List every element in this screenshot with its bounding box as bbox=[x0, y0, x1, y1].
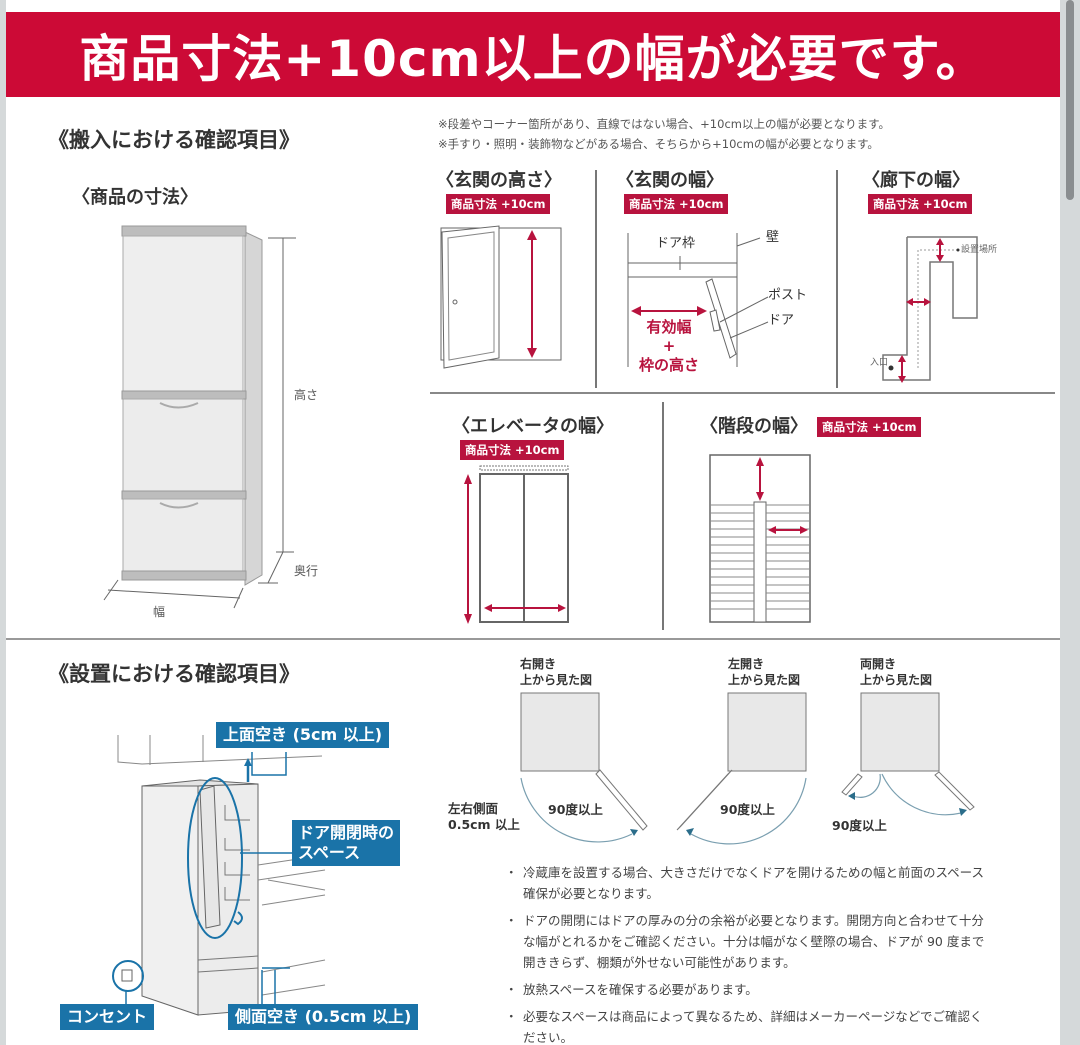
section-divider bbox=[6, 638, 1060, 640]
side-clearance-label: 左右側面 0.5cm 以上 bbox=[448, 801, 520, 832]
door-frame-label: ドア枠 bbox=[656, 236, 696, 251]
wall-label: 壁 bbox=[766, 230, 780, 245]
hallway-width-title: 〈廊下の幅〉 bbox=[862, 170, 970, 191]
top-view-diagrams bbox=[520, 692, 975, 845]
elevator-width-title: 〈エレベータの幅〉 bbox=[452, 416, 614, 437]
angle-label-right: 90度以上 bbox=[548, 802, 603, 817]
entrance-height-diagram bbox=[440, 225, 562, 369]
height-label: 高さ bbox=[294, 388, 319, 402]
top-space-tag: 上面空き (5cm 以上) bbox=[216, 722, 390, 748]
install-note: ドアの開閉にはドアの厚みの分の余裕が必要となります。開閉方向と合わせて十分な幅が… bbox=[505, 910, 985, 973]
hallway-width-badge: 商品寸法 +10cm bbox=[868, 194, 973, 214]
entrance-label: 入口 bbox=[870, 358, 889, 368]
left-open-label: 左開き 上から見た図 bbox=[728, 657, 801, 687]
elevator-diagram bbox=[464, 465, 569, 624]
delivery-section-title: 《搬入における確認項目》 bbox=[48, 128, 300, 152]
note-1: ※段差やコーナー箇所があり、直線ではない場合、+10cm以上の幅が必要となります… bbox=[438, 117, 890, 131]
entrance-height-title: 〈玄関の高さ〉 bbox=[436, 170, 562, 191]
headline-text: 商品寸法+10cm以上の幅が必要です。 bbox=[79, 29, 987, 88]
hallway-diagram bbox=[882, 236, 978, 383]
elevator-width-badge: 商品寸法 +10cm bbox=[460, 440, 565, 460]
install-place-label: 設置場所 bbox=[961, 245, 997, 255]
stairs-width-badge: 商品寸法 +10cm bbox=[817, 417, 922, 437]
product-dims-title: 〈商品の寸法〉 bbox=[72, 187, 198, 208]
side-space-tag: 側面空き (0.5cm 以上) bbox=[228, 1004, 419, 1030]
effective-width-label: 有効幅 + 枠の高さ bbox=[638, 318, 699, 374]
outlet-tag: コンセント bbox=[60, 1004, 155, 1030]
double-open-label: 両開き 上から見た図 bbox=[860, 657, 933, 687]
entrance-width-title: 〈玄関の幅〉 bbox=[616, 170, 724, 191]
post-label: ポスト bbox=[768, 288, 808, 303]
divider bbox=[836, 170, 838, 388]
install-note: 必要なスペースは商品によって異なるため、詳細はメーカーページなどでご確認ください… bbox=[505, 1006, 985, 1045]
install-notes-list: 冷蔵庫を設置する場合、大きさだけでなくドアを開けるための幅と前面のスペース確保が… bbox=[505, 862, 985, 1045]
entrance-width-diagram bbox=[627, 233, 769, 367]
width-label: 幅 bbox=[153, 605, 166, 619]
note-2: ※手すり・照明・装飾物などがある場合、そちらから+10cmの幅が必要となります。 bbox=[438, 137, 879, 151]
scrollbar-thumb[interactable] bbox=[1066, 0, 1074, 200]
stairs-diagram bbox=[709, 454, 811, 623]
install-section-title: 《設置における確認項目》 bbox=[48, 662, 300, 686]
angle-label-double: 90度以上 bbox=[832, 818, 887, 833]
fridge-illustration bbox=[103, 225, 296, 609]
delivery-notes: ※段差やコーナー箇所があり、直線ではない場合、+10cm以上の幅が必要となります… bbox=[438, 114, 890, 154]
entrance-height-badge: 商品寸法 +10cm bbox=[446, 194, 551, 214]
install-note: 放熱スペースを確保する必要があります。 bbox=[505, 979, 985, 1000]
entrance-width-badge: 商品寸法 +10cm bbox=[624, 194, 729, 214]
scrollbar[interactable] bbox=[1060, 0, 1080, 1045]
divider bbox=[662, 402, 664, 630]
install-illustration bbox=[112, 735, 326, 1016]
angle-label-left: 90度以上 bbox=[720, 802, 775, 817]
headline-banner: 商品寸法+10cm以上の幅が必要です。 bbox=[6, 12, 1060, 97]
depth-label: 奥行 bbox=[294, 564, 319, 578]
door-label: ドア bbox=[768, 313, 795, 328]
stairs-width-title: 〈階段の幅〉 bbox=[700, 416, 808, 437]
door-space-tag: ドア開閉時の スペース bbox=[292, 820, 401, 866]
divider bbox=[595, 170, 597, 388]
right-open-label: 右開き 上から見た図 bbox=[520, 657, 593, 687]
row-divider bbox=[430, 392, 1055, 394]
install-note: 冷蔵庫を設置する場合、大きさだけでなくドアを開けるための幅と前面のスペース確保が… bbox=[505, 862, 985, 904]
